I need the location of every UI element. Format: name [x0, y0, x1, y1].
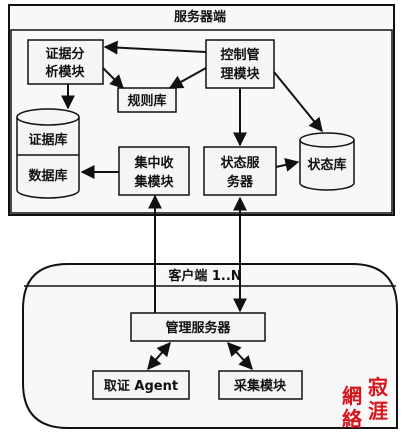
client-links: [147, 194, 253, 371]
arrow-manager-agent: [147, 341, 171, 371]
management-server-box: 管理服务器: [130, 312, 266, 342]
state-server-label-1: 状态服: [220, 155, 260, 171]
state-server-box: 状态服 务器: [203, 146, 277, 196]
arrow-control-to-analysis: [103, 40, 207, 55]
evidence-analysis-label-1: 证据分: [45, 46, 84, 62]
control-management-label-2: 理模块: [220, 66, 260, 82]
arrow-control-to-state-db: [273, 71, 323, 133]
watermark: 網 絡 寂 涯: [342, 375, 388, 431]
evidence-db-label: 证据库: [28, 132, 67, 148]
rule-base-box: 规则库: [117, 87, 177, 113]
collection-label-1: 集中收: [133, 155, 174, 171]
database-label: 数据库: [28, 168, 67, 184]
control-management-module: 控制管 理模块: [205, 39, 275, 89]
watermark-char-3: 寂: [368, 375, 388, 399]
arrow-control-to-rules: [168, 67, 207, 89]
arrow-manager-capture: [227, 341, 253, 371]
evidence-database-cylinder: 证据库 数据库: [16, 108, 80, 199]
collection-label-2: 集模块: [133, 174, 174, 190]
management-server-label: 管理服务器: [165, 320, 231, 336]
agent-box: 取证 Agent: [92, 370, 190, 400]
capture-module-box: 采集模块: [218, 370, 303, 400]
arrow-state-server-to-state-db: [275, 157, 300, 172]
evidence-analysis-module: 证据分 析模块: [27, 39, 104, 85]
agent-label: 取证 Agent: [104, 379, 178, 394]
watermark-char-4: 涯: [368, 399, 388, 423]
control-management-label-1: 控制管: [220, 47, 259, 63]
state-db-label: 状态库: [307, 157, 346, 173]
rule-base-label: 规则库: [127, 93, 166, 109]
capture-module-label: 采集模块: [233, 378, 287, 394]
watermark-char-1: 網: [342, 384, 362, 408]
state-database-cylinder: 状态库: [299, 132, 355, 191]
state-server-label-2: 务器: [227, 174, 254, 190]
evidence-analysis-label-2: 析模块: [45, 64, 85, 80]
collection-module: 集中收 集模块: [118, 146, 190, 196]
arrow-analysis-to-rules: [102, 67, 124, 89]
client-region: 客户端 1..N: [22, 263, 398, 429]
server-title: 服务器端: [174, 9, 226, 25]
server-arrows: [61, 40, 323, 179]
client-title: 客户端 1..N: [168, 268, 241, 284]
watermark-char-2: 絡: [342, 407, 363, 431]
